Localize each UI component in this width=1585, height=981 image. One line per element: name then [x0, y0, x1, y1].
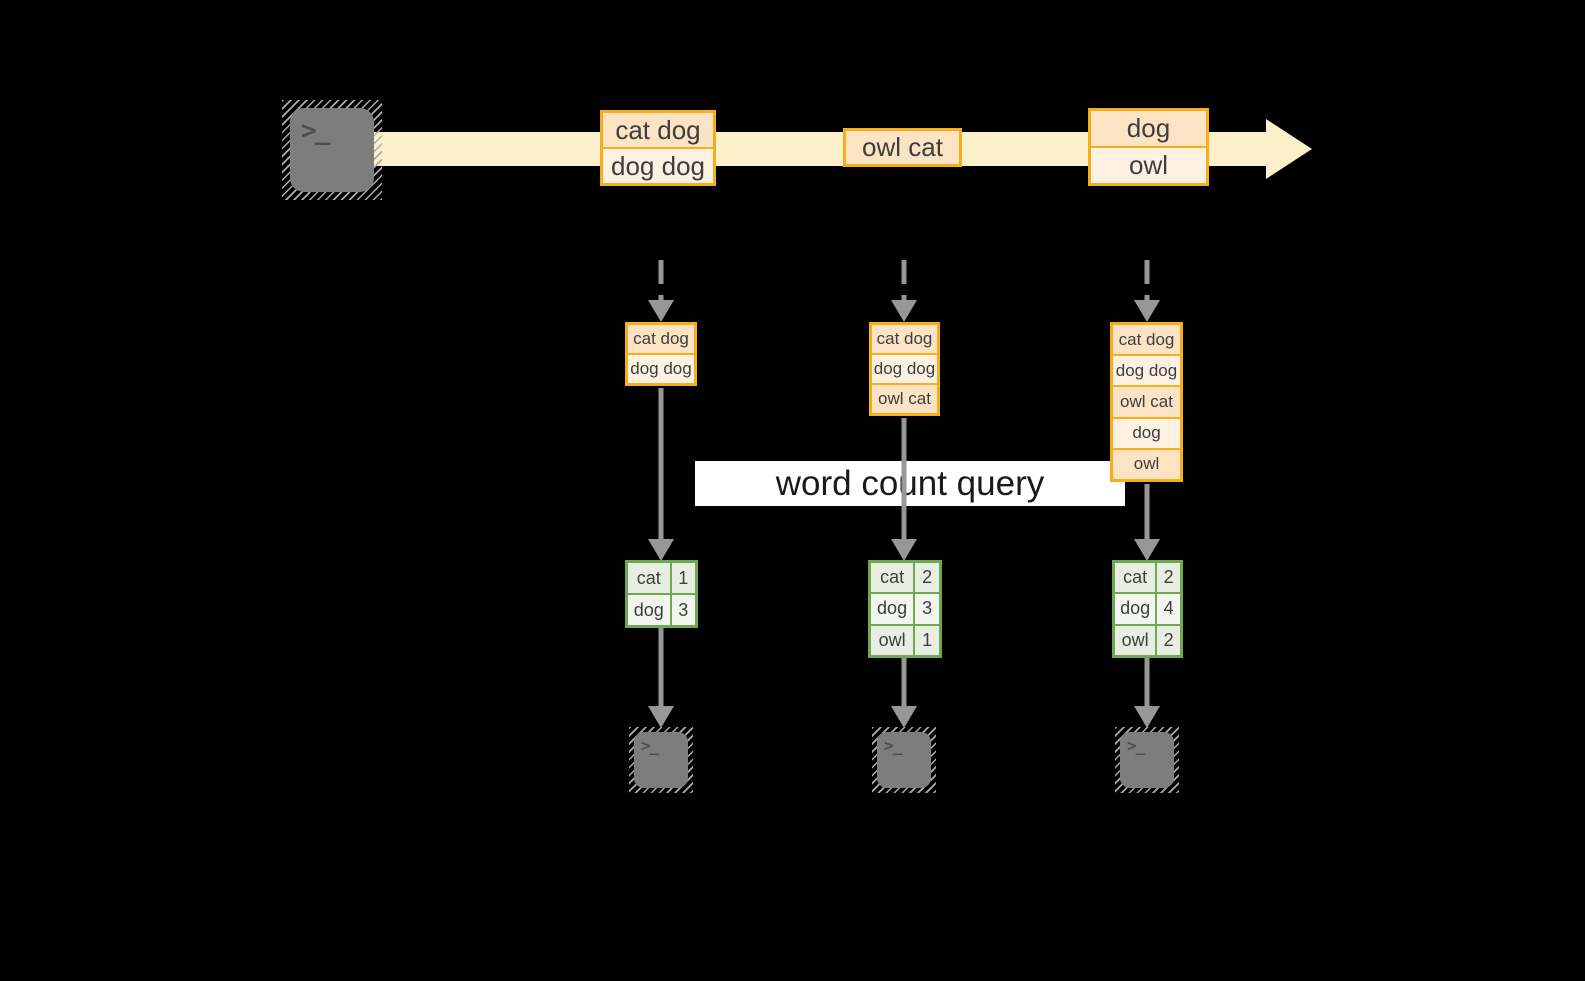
word-cell: cat: [871, 563, 916, 593]
count-cell: 3: [915, 594, 939, 624]
count-cell: 3: [671, 595, 695, 625]
table-row: cat 2: [1115, 563, 1180, 593]
terminal-prompt-glyph: >_: [884, 736, 902, 755]
state-row: dog dog: [872, 353, 937, 383]
query-arrow-1: [648, 388, 674, 561]
batch-row: owl: [1091, 146, 1206, 183]
wordcount-table-2: cat 2 dog 3 owl 1: [868, 560, 942, 658]
terminal-body: >_: [1120, 732, 1174, 788]
state-row: owl cat: [1113, 385, 1180, 417]
state-box-2: cat dog dog dog owl cat: [869, 322, 940, 416]
count-cell: 2: [915, 563, 939, 593]
word-cell: cat: [628, 563, 672, 593]
stream-batch-box-2: owl cat: [843, 128, 962, 167]
table-row: dog 4: [1115, 592, 1180, 624]
count-cell: 1: [671, 563, 695, 593]
microbatch-dashed-arrow-3: [1134, 260, 1160, 322]
terminal-output-icon-3: >_: [1115, 727, 1179, 793]
terminal-output-icon-1: >_: [629, 727, 693, 793]
batch-row: cat dog: [603, 113, 713, 147]
table-row: cat 1: [628, 563, 695, 593]
state-row: owl cat: [872, 383, 937, 413]
state-box-3: cat dog dog dog owl cat dog owl: [1110, 322, 1183, 482]
count-cell: 2: [1157, 563, 1180, 593]
count-cell: 1: [915, 625, 939, 655]
microbatch-dashed-arrow-1: [648, 260, 674, 322]
table-row: cat 2: [871, 563, 939, 593]
query-label-banner: word count query: [695, 461, 1125, 506]
terminal-prompt-glyph: >_: [301, 116, 330, 146]
output-arrow-3: [1134, 658, 1160, 728]
batch-row: owl cat: [846, 131, 959, 164]
output-arrow-2: [891, 658, 917, 728]
word-cell: owl: [871, 625, 916, 655]
terminal-body: >_: [290, 108, 374, 192]
state-row: dog dog: [628, 353, 694, 383]
batch-row: dog: [1091, 111, 1206, 146]
terminal-output-icon-2: >_: [872, 727, 936, 793]
word-cell: dog: [628, 595, 672, 625]
state-row: cat dog: [1113, 325, 1180, 355]
table-row: owl 1: [871, 623, 939, 655]
word-cell: cat: [1115, 563, 1158, 593]
microbatch-dashed-arrow-2: [891, 260, 917, 322]
batch-row: dog dog: [603, 147, 713, 183]
word-cell: owl: [1115, 625, 1158, 655]
output-arrow-1: [648, 628, 674, 728]
wordcount-table-3: cat 2 dog 4 owl 2: [1112, 560, 1183, 658]
wordcount-table-1: cat 1 dog 3: [625, 560, 698, 628]
word-cell: dog: [871, 594, 916, 624]
table-row: dog 3: [871, 592, 939, 624]
table-row: dog 3: [628, 593, 695, 625]
query-arrow-2: [891, 418, 917, 561]
word-cell: dog: [1115, 594, 1158, 624]
state-box-1: cat dog dog dog: [625, 322, 697, 386]
count-cell: 4: [1157, 594, 1180, 624]
table-row: owl 2: [1115, 623, 1180, 655]
query-arrow-3: [1134, 484, 1160, 561]
state-row: dog: [1113, 416, 1180, 448]
terminal-prompt-glyph: >_: [1127, 736, 1145, 755]
count-cell: 2: [1157, 625, 1180, 655]
state-row: cat dog: [872, 325, 937, 353]
stream-batch-box-3: dog owl: [1088, 108, 1209, 186]
terminal-prompt-glyph: >_: [641, 736, 659, 755]
terminal-body: >_: [877, 732, 931, 788]
stream-batch-box-1: cat dog dog dog: [600, 110, 716, 186]
state-row: dog dog: [1113, 354, 1180, 386]
state-row: cat dog: [628, 325, 694, 353]
state-row: owl: [1113, 447, 1180, 480]
terminal-source-icon: >_: [282, 100, 382, 200]
stream-arrowhead: [1266, 119, 1312, 179]
terminal-body: >_: [634, 732, 688, 788]
